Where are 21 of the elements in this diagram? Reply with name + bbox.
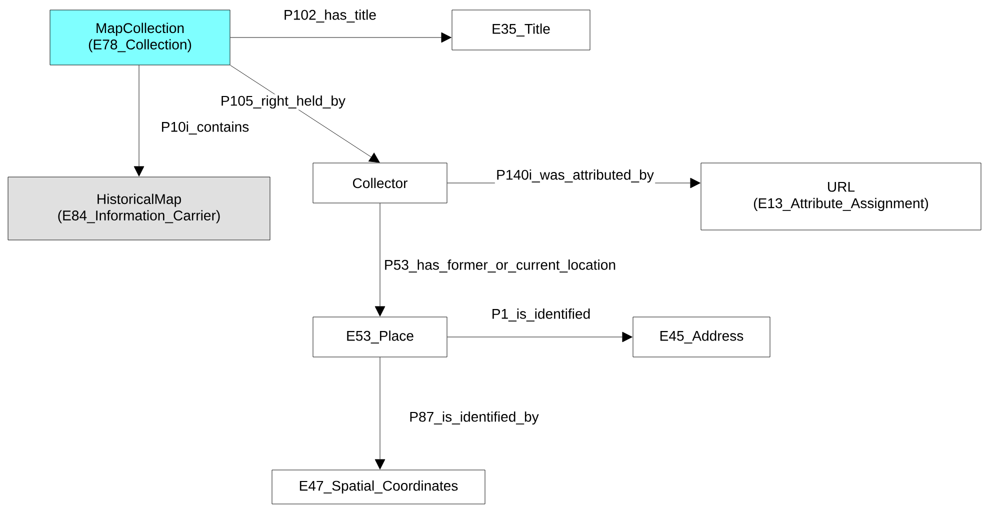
entity-box: E45_Address	[632, 316, 770, 358]
arrow	[447, 332, 632, 342]
arrow	[230, 65, 380, 163]
entity-box: HistoricalMap (E84_Information_Carrier)	[8, 176, 270, 240]
edge-label: P87_is_identified_by	[408, 410, 540, 426]
arrow	[134, 65, 144, 176]
entity-box: URL (E13_Attribute_Assignment)	[700, 162, 982, 230]
edge-label: P53_has_former_or_current_location	[382, 258, 618, 274]
edge-label: P140i_was_attributed_by	[494, 168, 656, 184]
entity-box: E35_Title	[452, 10, 590, 50]
edge-label: P102_has_title	[282, 8, 378, 24]
edge-label: P10i_contains	[160, 120, 250, 136]
edge-label: P105_right_held_by	[219, 94, 347, 110]
entity-box: MapCollection (E78_Collection)	[50, 10, 230, 66]
entity-box: E53_Place	[312, 316, 448, 358]
arrow	[374, 357, 386, 470]
entity-box: E47_Spatial_Coordinates	[272, 470, 486, 504]
arrow	[374, 203, 386, 316]
arrow	[230, 32, 452, 43]
entity-box: Collector	[312, 162, 448, 204]
edge-label: P1_is_identified	[490, 307, 592, 323]
